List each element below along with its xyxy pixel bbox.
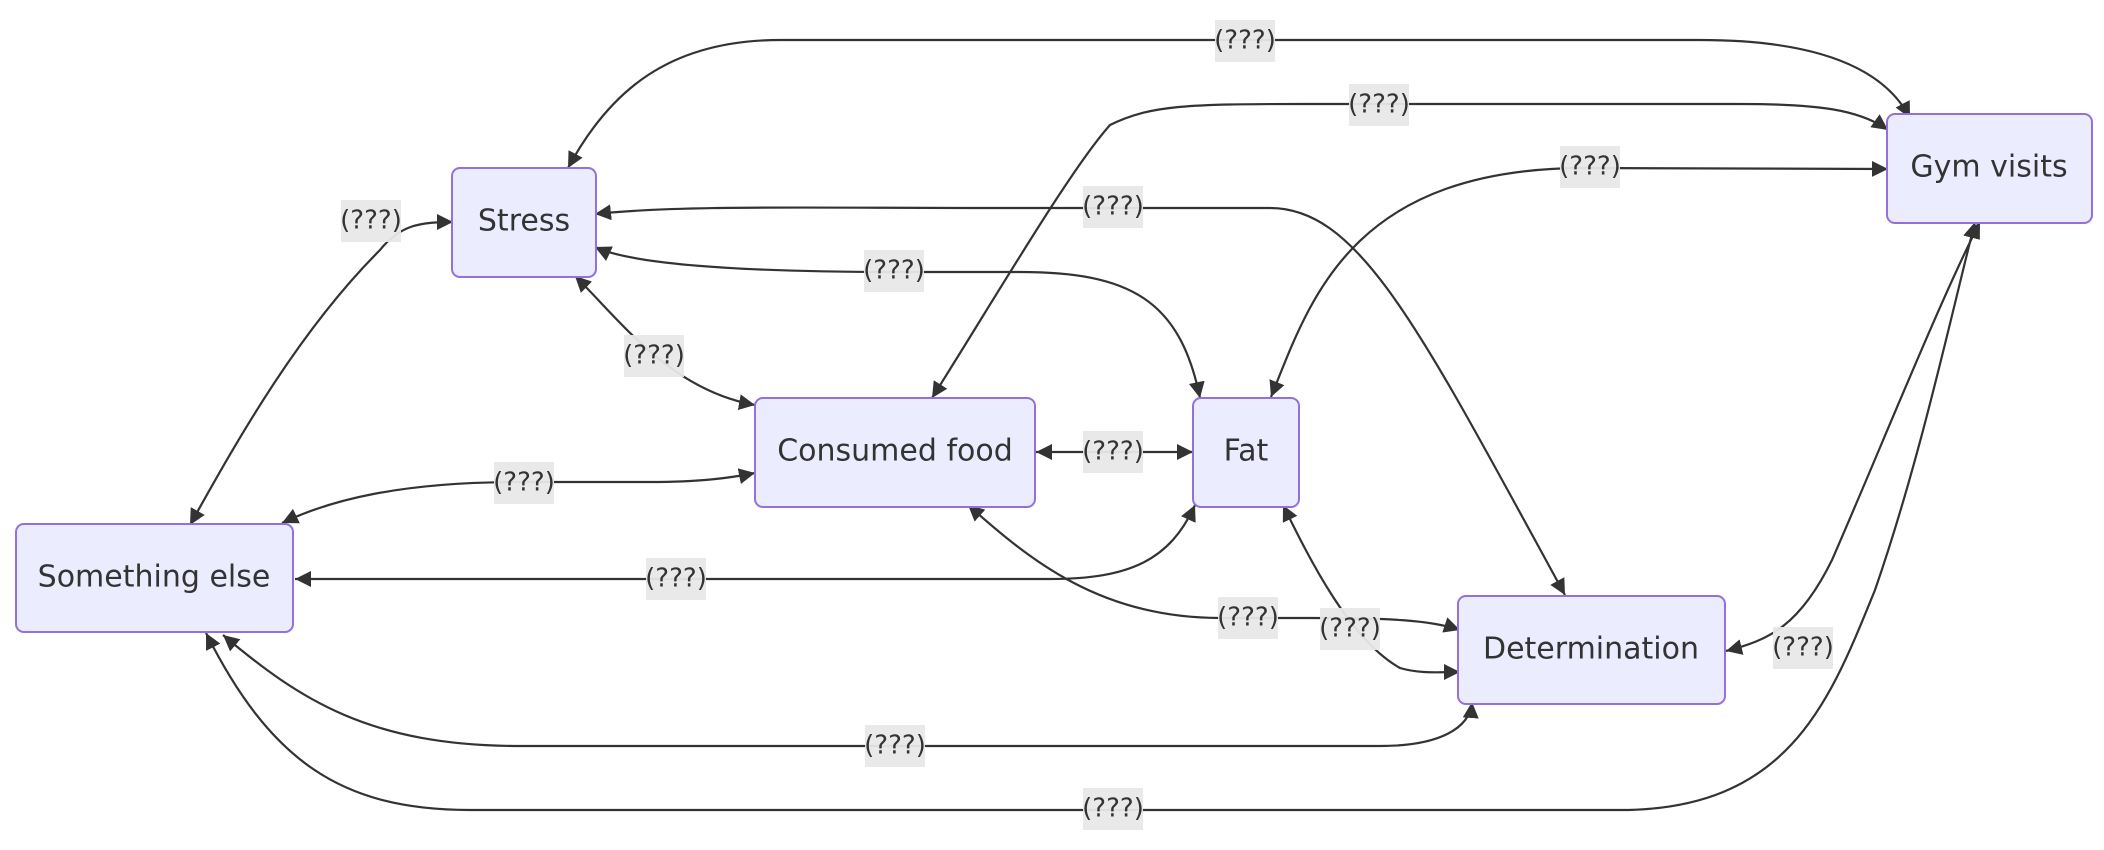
svg-text:(???): (???) [1772,633,1834,663]
edge-something-gym [205,221,1979,812]
node-consumed-food: Consumed food [754,397,1036,508]
svg-text:Stress: Stress [478,204,570,239]
node-stress: Stress [451,167,597,278]
svg-text:(???): (???) [1082,794,1144,824]
edge-fat-gym [1269,160,1889,398]
edge-label-stress-determination: (???) [1082,186,1144,228]
svg-text:(???): (???) [863,256,925,286]
edge-label-stress-food: (???) [623,335,685,377]
node-gym-visits: Gym visits [1886,113,2093,224]
svg-text:Something else: Something else [38,560,271,595]
edge-gym-determination [1725,221,1981,655]
svg-text:(???): (???) [645,564,707,594]
edge-label-something-stress: (???) [340,200,402,242]
edge-label-fat-gym: (???) [1559,146,1621,188]
node-determination: Determination [1457,595,1726,705]
edge-label-something-gym: (???) [1082,788,1144,830]
nodes-layer: Stress Consumed food Fat Gym visits Some… [15,113,2093,705]
svg-text:(???): (???) [864,731,926,761]
edge-food-gym [931,102,1889,399]
edge-label-stress-gym: (???) [1214,20,1276,62]
edge-label-food-determination: (???) [1217,597,1279,639]
svg-text:(???): (???) [1214,26,1276,56]
edge-something-determination [222,634,1479,748]
svg-text:(???): (???) [623,341,685,371]
svg-text:Determination: Determination [1483,632,1699,667]
edge-label-stress-fat: (???) [863,250,925,292]
edge-fat-something [295,504,1197,587]
edge-label-something-determination: (???) [864,725,926,767]
edge-label-gym-determination: (???) [1772,627,1834,669]
svg-text:(???): (???) [340,206,402,236]
edge-label-fat-something: (???) [645,558,707,600]
svg-text:(???): (???) [493,468,555,498]
node-something-else: Something else [15,523,294,633]
node-fat: Fat [1192,397,1300,508]
svg-text:(???): (???) [1082,192,1144,222]
svg-text:(???): (???) [1082,437,1144,467]
edge-label-food-gym: (???) [1348,84,1410,126]
edge-labels-layer: (???) (???) (???) (???) (???) (???) [340,20,1834,830]
svg-text:Fat: Fat [1224,434,1269,469]
edge-label-food-fat: (???) [1082,431,1144,473]
svg-text:Gym visits: Gym visits [1910,150,2067,185]
svg-text:Consumed food: Consumed food [777,434,1013,469]
edge-something-stress [189,214,454,526]
edge-food-determination [967,504,1461,633]
svg-text:(???): (???) [1217,603,1279,633]
edge-stress-gym [567,38,1911,169]
edge-label-food-something: (???) [493,462,555,504]
svg-text:(???): (???) [1348,90,1410,120]
edge-label-fat-determination: (???) [1319,608,1381,650]
svg-text:(???): (???) [1559,152,1621,182]
svg-text:(???): (???) [1319,614,1381,644]
